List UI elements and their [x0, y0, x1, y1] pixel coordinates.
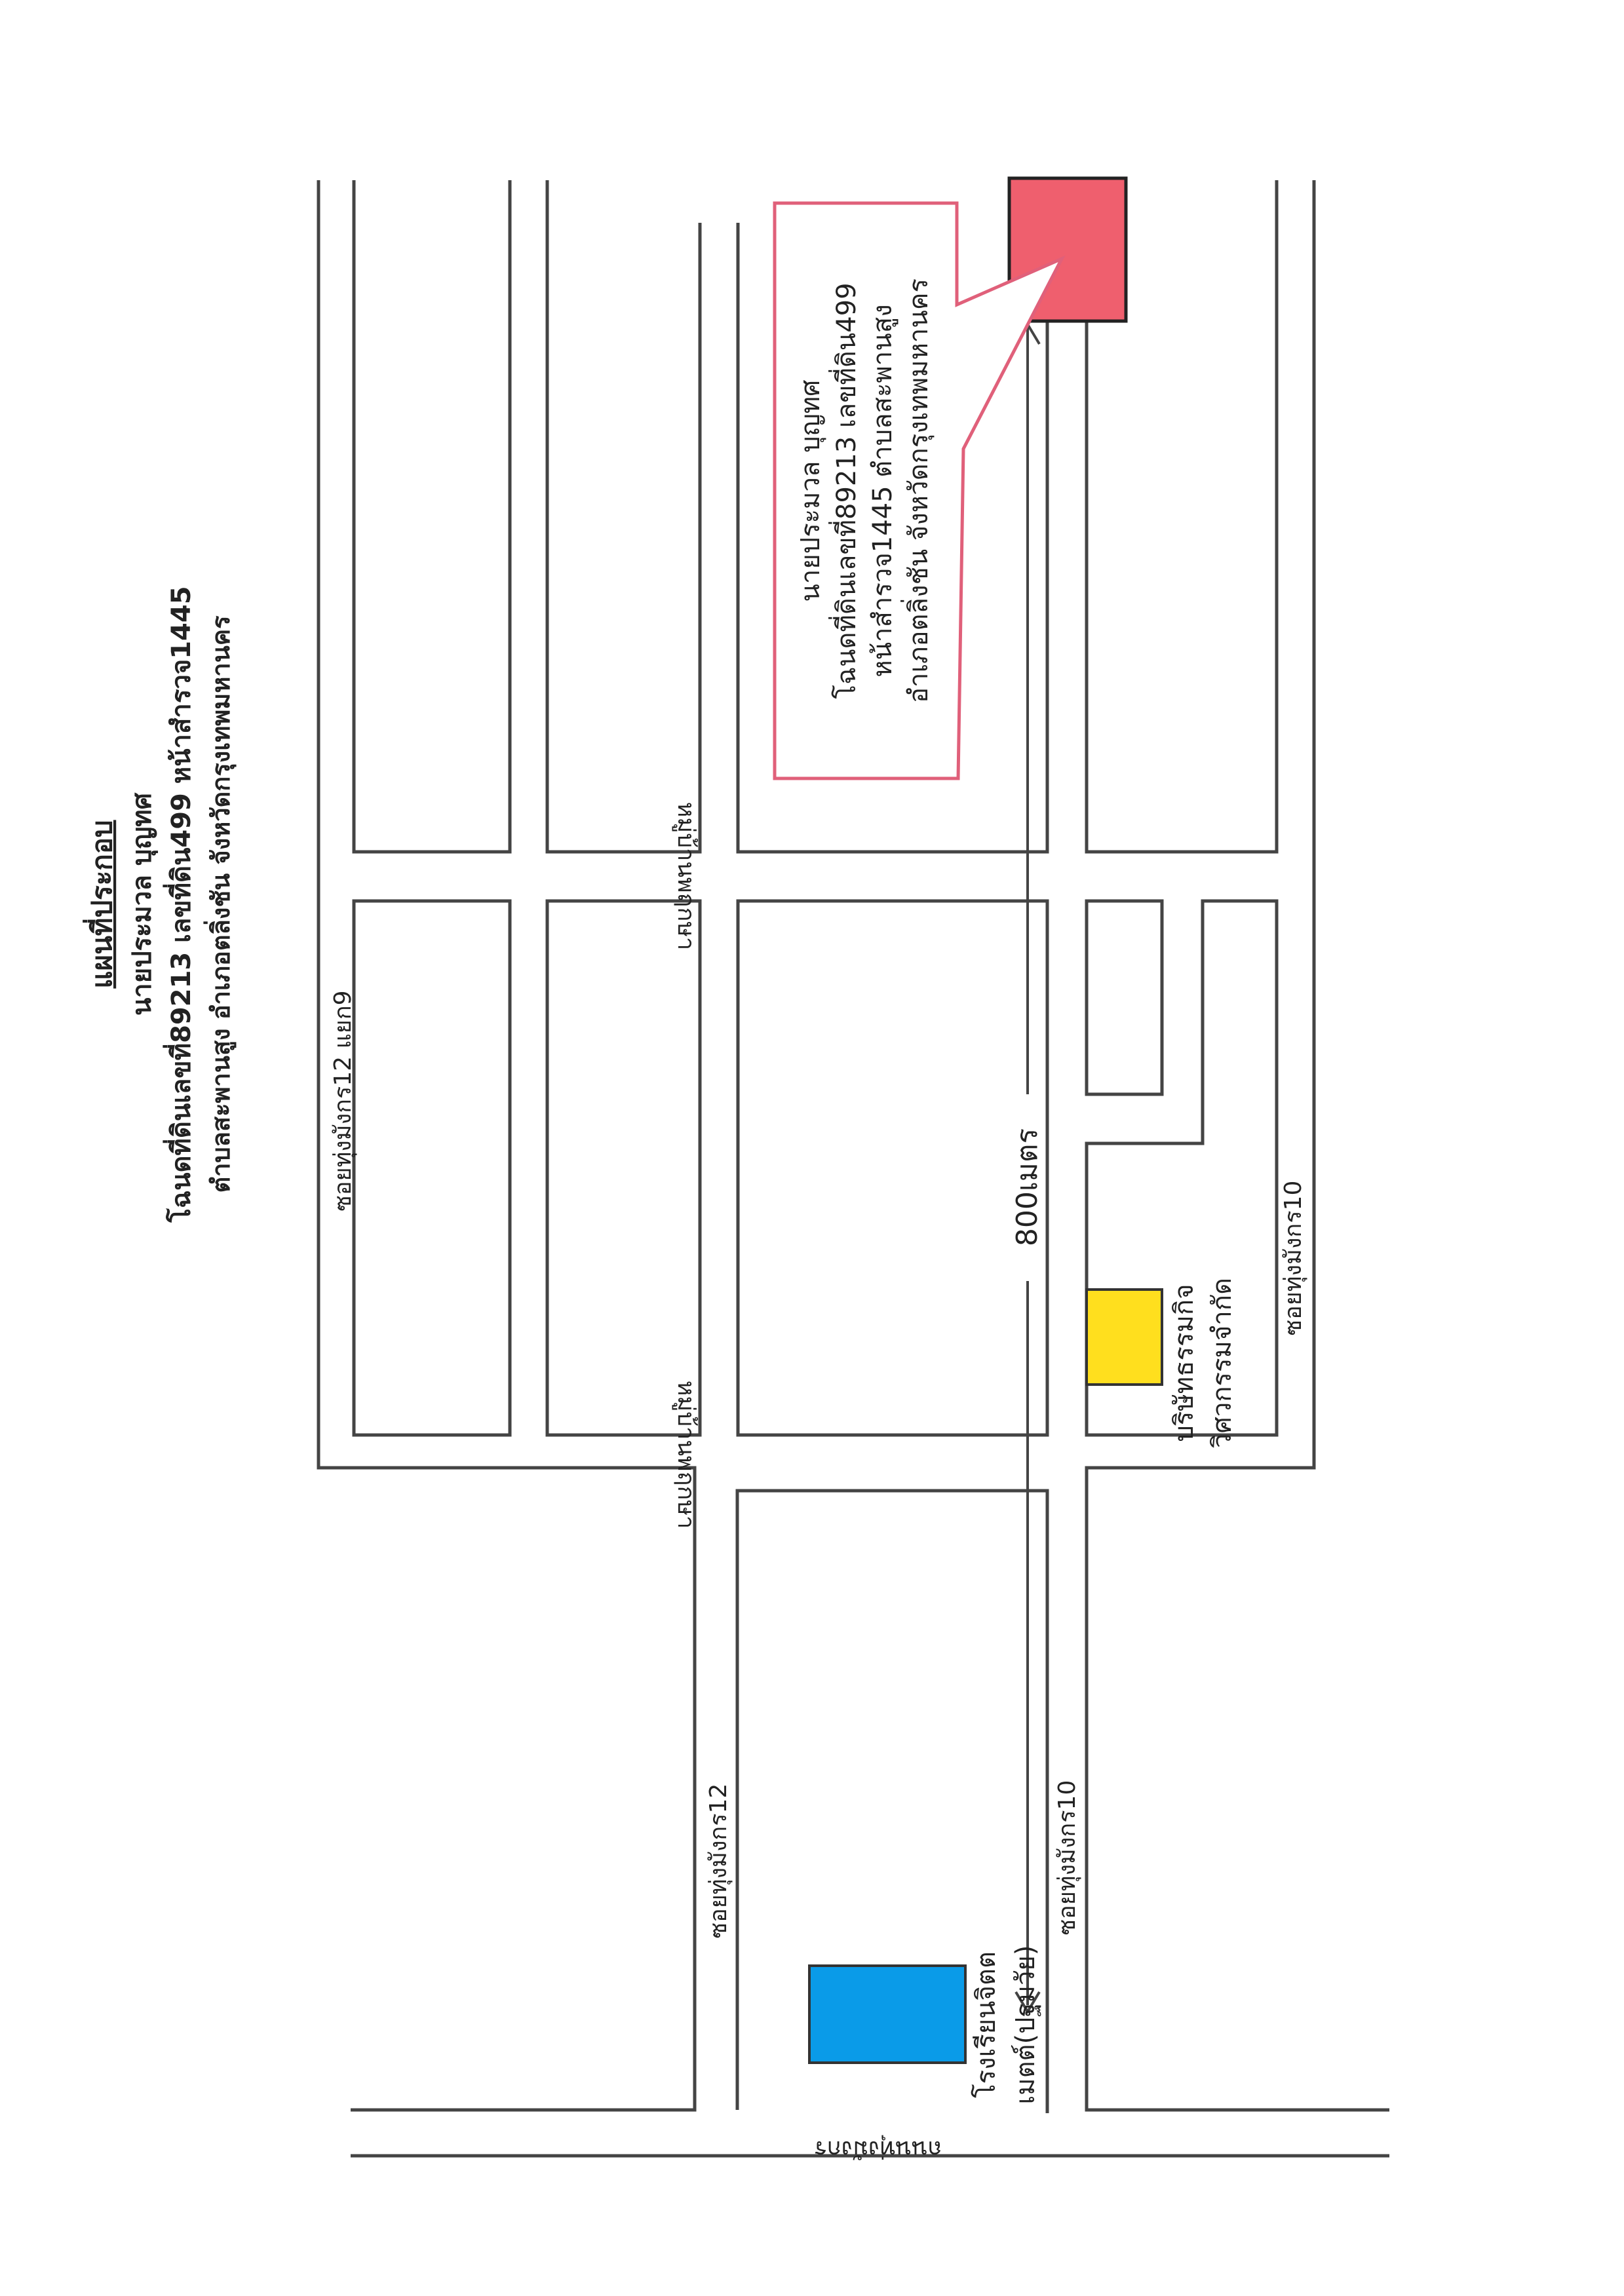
street-label-soi10: ซอยทุ่งมังกร10 — [1054, 1780, 1081, 1936]
block-outline — [1085, 899, 1279, 1437]
location-info: ตำบลสะพานสูง อำเภอตลิ่งชัน จังหวัดกรุงเท… — [203, 615, 237, 1193]
street-label-main-road: ถนนทุ่งมังกร — [815, 2135, 942, 2162]
block-outline — [545, 899, 702, 1437]
deed-info: โฉนดที่ดินเลขที่89213 เลขที่ดิน499 หน้าส… — [163, 586, 197, 1223]
street-grid — [317, 180, 1389, 2158]
target-plot — [1007, 176, 1128, 323]
map-header: แผนที่ประกอบ นายประมวล บุญทศ โฉนดที่ดินเ… — [83, 586, 237, 1223]
owner-name: นายประมวล บุญทศ — [127, 792, 159, 1016]
block-outline — [1085, 899, 1164, 1096]
block-outline — [736, 180, 1049, 854]
company-label: วิศวกรรมจำกัด — [1207, 1278, 1237, 1448]
school-marker — [808, 1964, 967, 2064]
callout-owner: นายประมวล บุญทศ — [796, 380, 826, 602]
callout-deed: โฉนดที่ดินเลขที่89213 เลขที่ดิน499 — [828, 282, 862, 698]
block-outline — [352, 180, 512, 854]
street-label-village: หมู่บ้านพฤกษา — [672, 1381, 699, 1529]
school-label: โรงเรียนจิตต — [971, 1951, 1001, 2098]
street-label-soi12: ซอยทุ่งมังกร12 — [705, 1784, 733, 1939]
callout-shape — [773, 201, 1066, 780]
company-marker — [1085, 1288, 1163, 1386]
company-label: บริษัทธรรมกิจ — [1169, 1284, 1199, 1442]
map-title: แผนที่ประกอบ — [83, 820, 118, 988]
distance-arrow: 800เมตร — [1011, 322, 1044, 2014]
block-outline — [352, 899, 512, 1437]
callout-district: อำเภอตลิ่งชัน จังหวัดกรุงเทพมหานคร — [900, 278, 935, 703]
callout-survey: หน้าสำรวจ1445 ตำบลสะพานสูง — [868, 304, 898, 677]
distance-label: 800เมตร — [1011, 1128, 1044, 1246]
block-outline — [1085, 180, 1389, 2112]
block-outline — [317, 180, 697, 2112]
block-outline — [545, 180, 702, 854]
block-outline — [736, 899, 1049, 1437]
block-outline — [1085, 180, 1279, 854]
arrow-head-icon — [1015, 1991, 1041, 2014]
street-label-village: หมู่บ้านพฤกษา — [672, 802, 699, 950]
street-label-soi10: ซอยทุ่งมังกร10 — [1280, 1181, 1307, 1336]
block-outline — [735, 1489, 1049, 2113]
street-label-soi12-yaek9: ซอยทุ่งมังกร12 แยก9 — [330, 990, 357, 1211]
callout-box: นายประมวล บุญทศ โฉนดที่ดินเลขที่89213 เล… — [773, 201, 1066, 780]
school-label: เมตต์(ปฐมวัย) — [1011, 1945, 1041, 2105]
